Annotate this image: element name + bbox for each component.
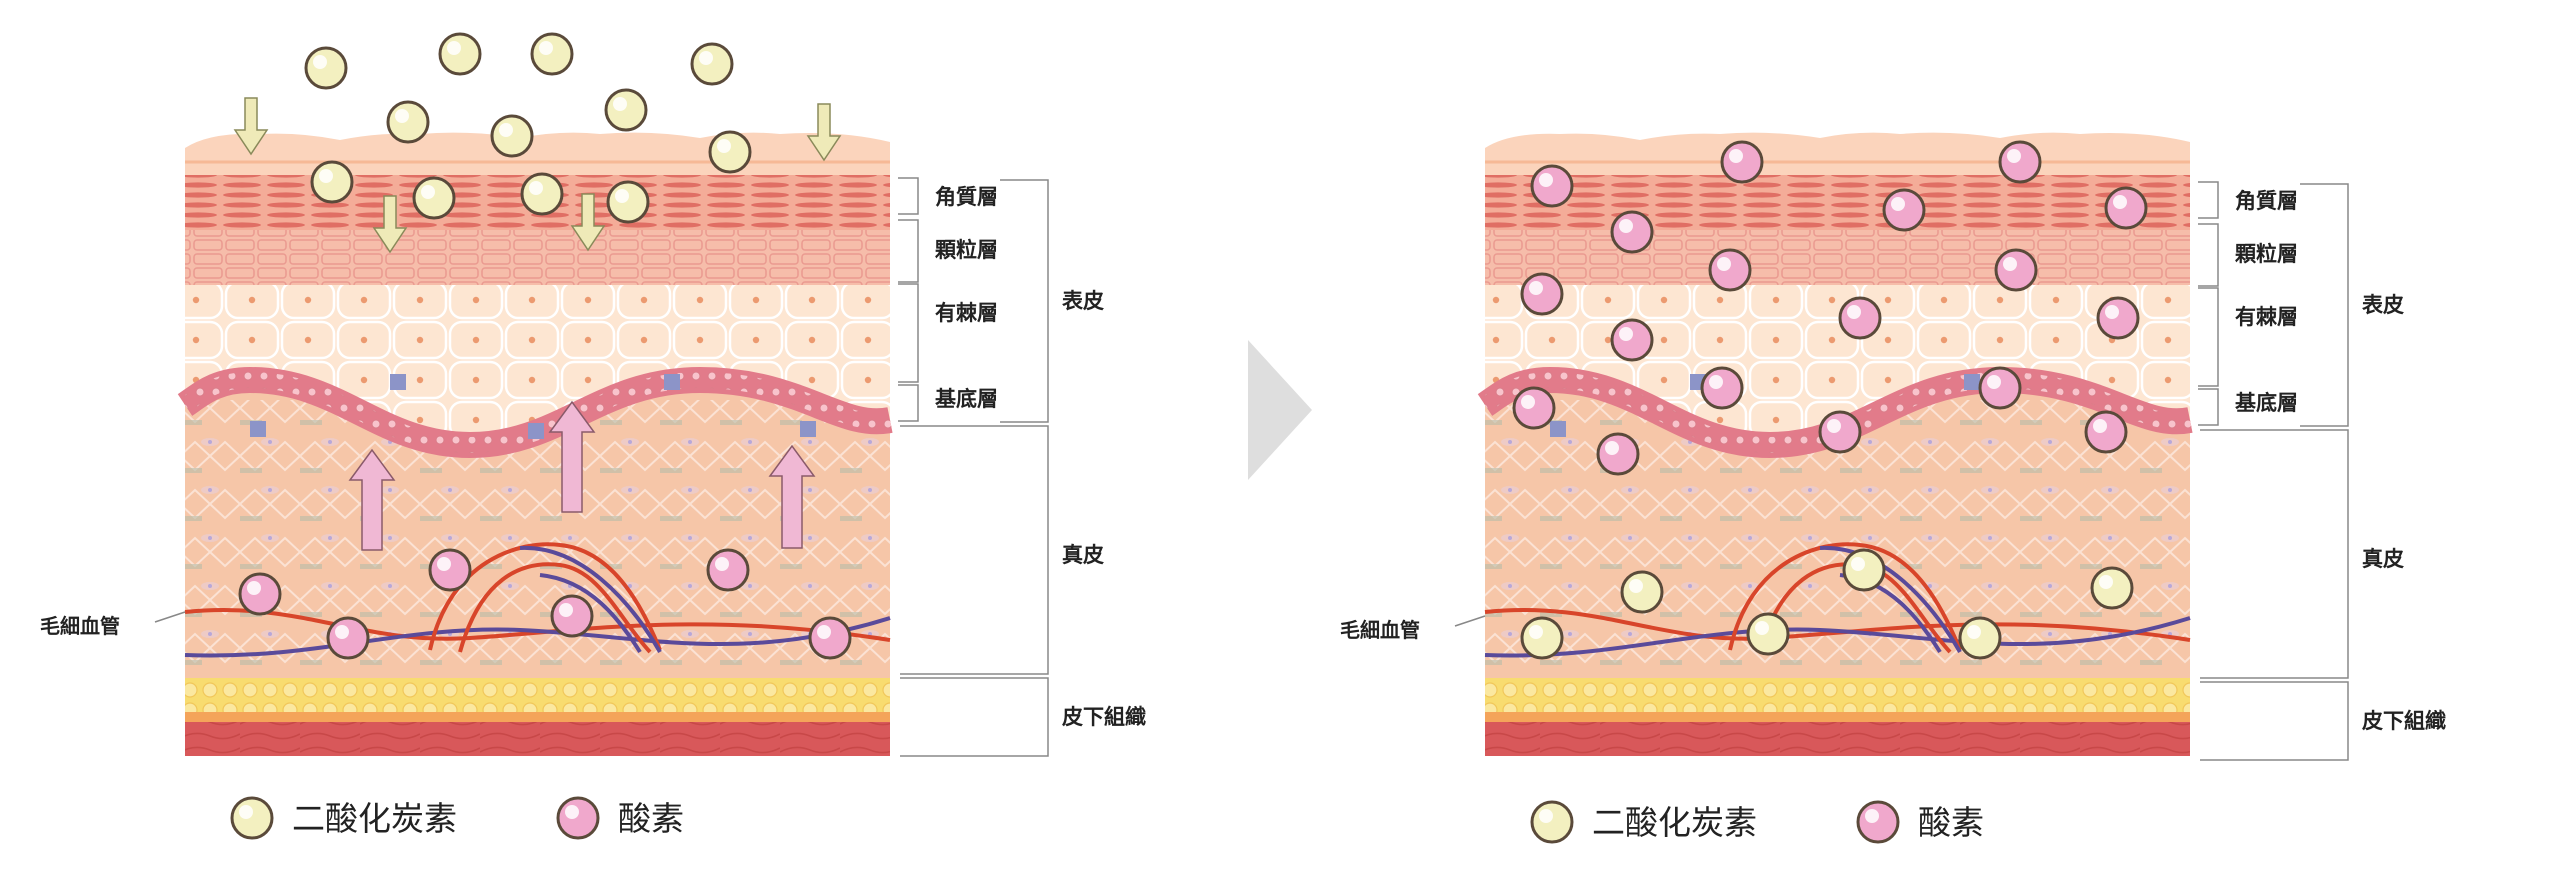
legend-o2: 酸素 — [1918, 803, 1984, 842]
o2-bubble-icon — [1610, 318, 1654, 362]
o2-bubble-icon — [1708, 248, 1752, 292]
legend-co2: 二酸化炭素 — [292, 799, 457, 838]
o2-bubble-icon — [556, 796, 600, 840]
co2-bubble-icon — [520, 172, 564, 216]
label-corneum: 角質層 — [935, 185, 998, 209]
label-subcutis: 皮下組織 — [1062, 705, 1146, 729]
label-granulosum: 顆粒層 — [2235, 242, 2298, 266]
o2-bubble-icon — [1700, 366, 1744, 410]
label-epidermis: 表皮 — [1062, 289, 1104, 313]
o2-bubble-icon — [1838, 296, 1882, 340]
co2-bubble-icon — [1520, 616, 1564, 660]
o2-bubble-icon — [238, 572, 282, 616]
label-dermis: 真皮 — [1062, 543, 1104, 567]
capillary-vessels — [184, 542, 891, 658]
co2-bubble-icon — [606, 180, 650, 224]
label-spinosum: 有棘層 — [935, 301, 998, 325]
label-basale: 基底層 — [935, 387, 998, 411]
o2-bubble-icon — [1882, 188, 1926, 232]
label-corneum: 角質層 — [2235, 189, 2298, 213]
layer-brackets — [1454, 181, 2349, 761]
o2-bubble-icon — [550, 594, 594, 638]
co2-bubble-icon — [412, 176, 456, 220]
down-arrow-icon — [806, 103, 842, 162]
label-spinosum: 有棘層 — [2235, 305, 2298, 329]
co2-inflow-arrows — [233, 97, 842, 254]
label-capillary: 毛細血管 — [40, 614, 120, 638]
next-arrow-icon — [1248, 340, 1312, 480]
label-basale: 基底層 — [2235, 391, 2298, 415]
down-arrow-icon — [233, 97, 269, 156]
gas-molecules — [1512, 140, 2148, 660]
co2-bubble-icon — [386, 100, 430, 144]
legend-o2: 酸素 — [618, 799, 684, 838]
up-arrow-icon — [348, 448, 396, 551]
co2-bubble-icon — [604, 88, 648, 132]
co2-bubble-icon — [530, 32, 574, 76]
skin-panel-after: 角質層 顆粒層 有棘層 基底層 表皮 真皮 皮下組織 毛細血管 二酸化炭素 酸素 — [1340, 132, 2446, 844]
o2-bubble-icon — [428, 548, 472, 592]
co2-bubble-icon — [490, 114, 534, 158]
label-capillary: 毛細血管 — [1340, 618, 1420, 642]
o2-bubble-icon — [1596, 432, 1640, 476]
gas-molecules — [238, 32, 852, 660]
o2-bubble-icon — [706, 548, 750, 592]
co2-bubble-icon — [230, 796, 274, 840]
label-granulosum: 顆粒層 — [935, 238, 998, 262]
skin-panel-before: 角質層 顆粒層 有棘層 基底層 表皮 真皮 皮下組織 毛細血管 二酸化炭素 酸素 — [40, 32, 1146, 840]
capillary-vessels — [1484, 542, 2191, 658]
label-subcutis: 皮下組織 — [2362, 709, 2446, 733]
up-arrow-icon — [768, 444, 816, 549]
layer-brackets — [154, 177, 1049, 757]
o2-bubble-icon — [326, 616, 370, 660]
o2-bubble-icon — [2084, 410, 2128, 454]
up-arrow-icon — [548, 400, 596, 513]
o2-bubble-icon — [1998, 140, 2042, 184]
skin-cross-section — [177, 132, 893, 756]
o2-bubble-icon — [2096, 296, 2140, 340]
o2-bubble-icon — [1978, 366, 2022, 410]
co2-bubble-icon — [310, 160, 354, 204]
o2-bubble-icon — [1610, 210, 1654, 254]
co2-bubble-icon — [1530, 800, 1574, 844]
o2-bubble-icon — [2104, 186, 2148, 230]
o2-bubble-icon — [1512, 386, 1556, 430]
o2-bubble-icon — [1994, 248, 2038, 292]
co2-bubble-icon — [690, 42, 734, 86]
co2-bubble-icon — [1958, 616, 2002, 660]
o2-bubble-icon — [1856, 800, 1900, 844]
co2-bubble-icon — [1746, 612, 1790, 656]
o2-upflow-arrows — [348, 400, 816, 551]
label-dermis: 真皮 — [2362, 547, 2404, 571]
o2-bubble-icon — [1818, 410, 1862, 454]
down-arrow-icon — [570, 193, 606, 252]
o2-bubble-icon — [1530, 164, 1574, 208]
legend: 二酸化炭素 酸素 — [230, 796, 684, 840]
co2-bubble-icon — [304, 46, 348, 90]
legend: 二酸化炭素 酸素 — [1530, 800, 1984, 844]
co2-bubble-icon — [2090, 566, 2134, 610]
label-epidermis: 表皮 — [2362, 293, 2404, 317]
co2-bubble-icon — [708, 130, 752, 174]
legend-co2: 二酸化炭素 — [1592, 803, 1757, 842]
co2-bubble-icon — [1842, 548, 1886, 592]
o2-bubble-icon — [1520, 272, 1564, 316]
o2-bubble-icon — [1720, 140, 1764, 184]
o2-bubble-icon — [808, 616, 852, 660]
co2-bubble-icon — [438, 32, 482, 76]
down-arrow-icon — [372, 195, 408, 254]
co2-bubble-icon — [1620, 570, 1664, 614]
